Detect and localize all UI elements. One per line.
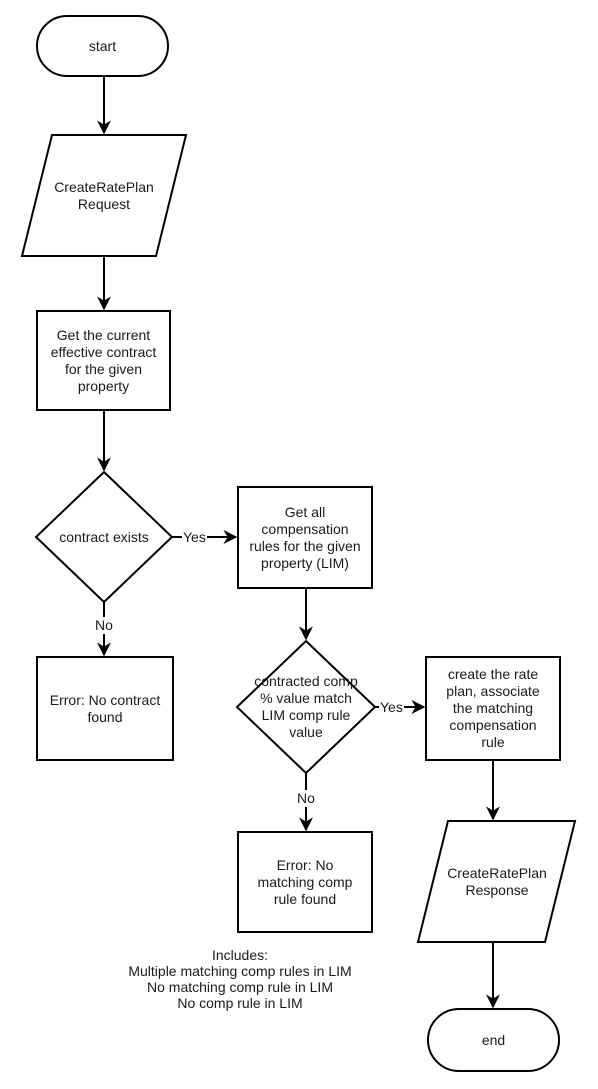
error-no-contract-label: Error: No contract found	[49, 691, 161, 725]
comp-match-label: contracted comp % value match LIM comp r…	[254, 673, 358, 740]
get-rules-label: Get all compensation rules for the given…	[249, 503, 361, 571]
end-terminator	[427, 1008, 560, 1072]
request-label: CreateRatePlan Request	[54, 178, 154, 212]
get-contract-process	[36, 310, 171, 411]
start-terminator	[36, 15, 169, 77]
includes-note-line: No matching comp rule in LIM	[147, 979, 333, 995]
includes-note-title: Includes:	[211, 947, 269, 963]
error-no-contract-box	[36, 656, 174, 761]
contract-yes-label: Yes	[182, 529, 207, 546]
match-no-label: No	[296, 790, 316, 807]
get-rules-process	[237, 486, 373, 589]
response-output-shape	[416, 820, 577, 943]
start-label: start	[88, 37, 117, 54]
error-no-rule-label: Error: No matching comp rule found	[257, 856, 353, 907]
match-yes-label: Yes	[379, 699, 404, 716]
response-label: CreateRatePlan Response	[447, 864, 547, 898]
create-plan-label: create the rate plan, associate the matc…	[446, 666, 540, 750]
create-plan-process	[425, 656, 561, 761]
includes-note-line: Multiple matching comp rules in LIM	[128, 963, 352, 979]
contract-no-label: No	[94, 617, 114, 634]
error-no-rule-box	[237, 831, 373, 933]
includes-note-line: No comp rule in LIM	[177, 995, 303, 1011]
includes-note: Includes: Multiple matching comp rules i…	[90, 947, 390, 1011]
request-input-shape	[20, 134, 188, 257]
get-contract-label: Get the current effective contract for t…	[50, 326, 157, 394]
contract-exists-label: contract exists	[59, 528, 149, 545]
end-label: end	[481, 1031, 506, 1048]
